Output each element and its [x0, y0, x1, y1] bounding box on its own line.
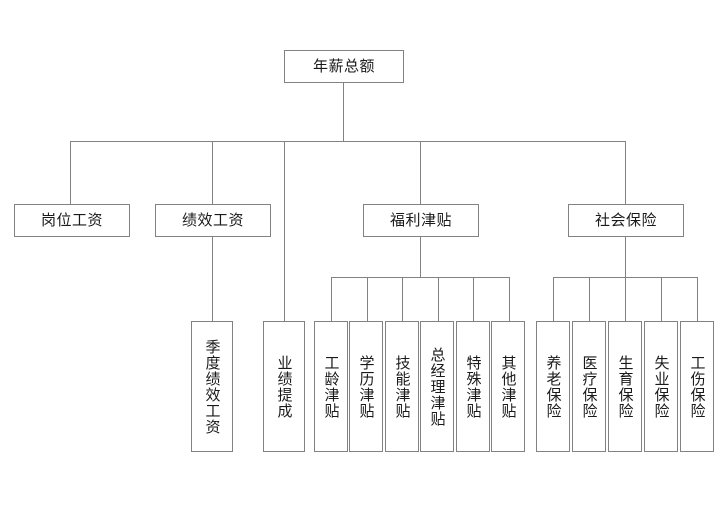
node-social-insurance-label: 社会保险	[594, 210, 657, 229]
connector-welfare-drop-2	[367, 277, 368, 321]
node-quarterly-performance-salary-label: 季度绩效工资	[203, 338, 222, 435]
connector-welfare-drop-3	[402, 277, 403, 321]
node-root-label: 年薪总额	[312, 56, 375, 75]
node-unemployment-insurance[interactable]: 失业保险	[644, 321, 678, 452]
connector-insurance-drop-4	[661, 277, 662, 321]
node-performance-commission[interactable]: 业绩提成	[263, 321, 305, 452]
connector-welfare-drop-1	[331, 277, 332, 321]
connector-drop-position-salary	[70, 141, 71, 204]
node-maternity-insurance[interactable]: 生育保险	[608, 321, 642, 452]
connector-performance-to-quarterly	[212, 237, 213, 321]
connector-welfare-stem	[420, 237, 421, 278]
node-maternity-insurance-label: 生育保险	[616, 354, 635, 419]
connector-insurance-drop-1	[553, 277, 554, 321]
node-medical-insurance-label: 医疗保险	[580, 354, 599, 419]
connector-insurance-drop-2	[589, 277, 590, 321]
connector-drop-welfare-allowance	[420, 141, 421, 204]
node-position-salary[interactable]: 岗位工资	[14, 204, 130, 237]
node-other-allowance[interactable]: 其他津贴	[491, 321, 525, 452]
node-welfare-allowance[interactable]: 福利津贴	[363, 204, 479, 237]
connector-welfare-drop-5	[473, 277, 474, 321]
node-root-total-annual-salary[interactable]: 年薪总额	[284, 50, 404, 83]
node-pension-insurance-label: 养老保险	[544, 354, 563, 419]
connector-main-bus	[70, 141, 625, 142]
node-seniority-allowance-label: 工龄津贴	[322, 354, 341, 419]
node-position-salary-label: 岗位工资	[40, 210, 103, 229]
node-performance-commission-label: 业绩提成	[275, 354, 294, 419]
node-medical-insurance[interactable]: 医疗保险	[572, 321, 606, 452]
connector-drop-social-insurance	[625, 141, 626, 204]
node-performance-salary[interactable]: 绩效工资	[155, 204, 271, 237]
node-unemployment-insurance-label: 失业保险	[652, 354, 671, 419]
node-welfare-allowance-label: 福利津贴	[389, 210, 452, 229]
node-pension-insurance[interactable]: 养老保险	[536, 321, 570, 452]
node-general-manager-allowance-label: 总经理津贴	[428, 346, 447, 427]
node-performance-salary-label: 绩效工资	[181, 210, 244, 229]
node-special-allowance[interactable]: 特殊津贴	[456, 321, 490, 452]
connector-welfare-drop-4	[438, 277, 439, 321]
node-skill-allowance[interactable]: 技能津贴	[385, 321, 419, 452]
node-quarterly-performance-salary[interactable]: 季度绩效工资	[191, 321, 233, 452]
node-general-manager-allowance[interactable]: 总经理津贴	[420, 321, 454, 452]
connector-drop-performance-salary	[212, 141, 213, 204]
node-social-insurance[interactable]: 社会保险	[568, 204, 684, 237]
node-seniority-allowance[interactable]: 工龄津贴	[314, 321, 348, 452]
node-education-allowance-label: 学历津贴	[357, 354, 376, 419]
connector-welfare-bus	[331, 277, 509, 278]
node-other-allowance-label: 其他津贴	[499, 354, 518, 419]
connector-root-stem	[343, 83, 344, 142]
node-education-allowance[interactable]: 学历津贴	[349, 321, 383, 452]
node-special-allowance-label: 特殊津贴	[464, 354, 483, 419]
node-skill-allowance-label: 技能津贴	[393, 354, 412, 419]
connector-welfare-drop-6	[509, 277, 510, 321]
node-work-injury-insurance-label: 工伤保险	[688, 354, 707, 419]
connector-insurance-stem	[625, 237, 626, 278]
connector-drop-performance-commission	[284, 141, 285, 321]
connector-insurance-drop-5	[697, 277, 698, 321]
node-work-injury-insurance[interactable]: 工伤保险	[680, 321, 714, 452]
connector-insurance-drop-3	[625, 277, 626, 321]
